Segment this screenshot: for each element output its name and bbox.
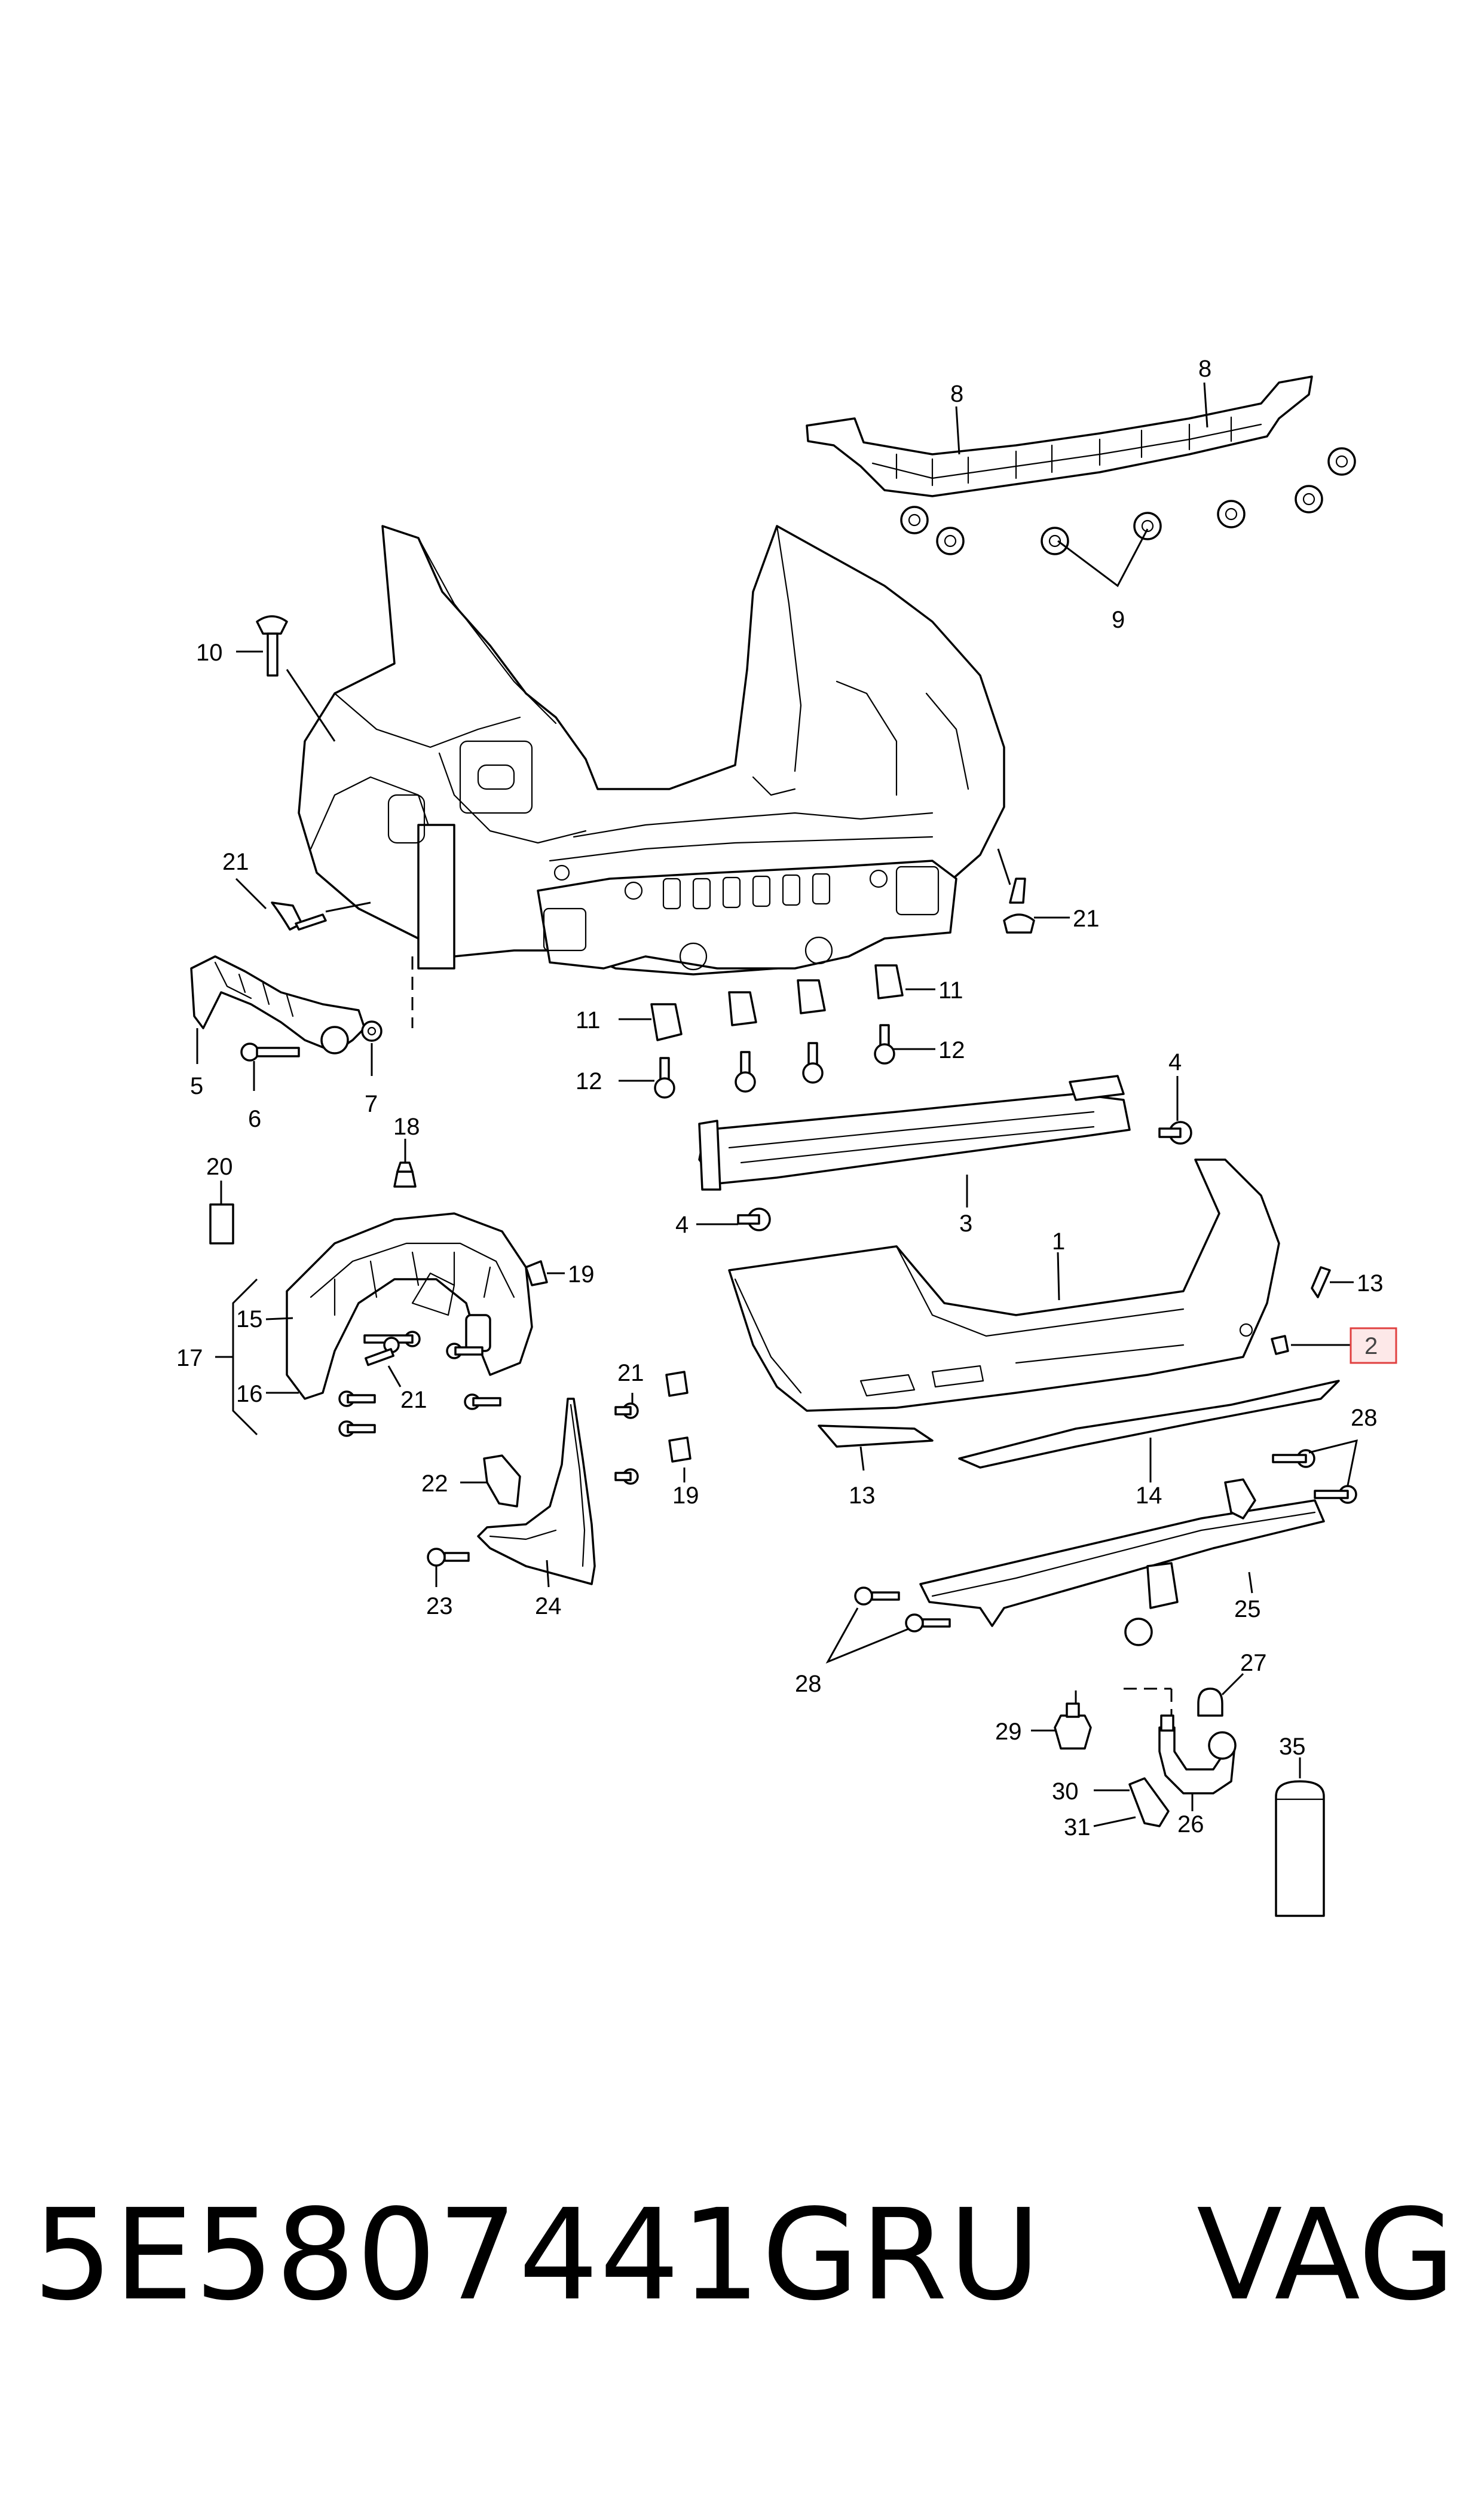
bumper-trim-13: [818, 1266, 1331, 1448]
label-sticker-20: [209, 1203, 234, 1245]
callout-1: 1: [1052, 1228, 1065, 1255]
callout-21: 21: [222, 849, 249, 875]
mudflap-bracket-22: [483, 1454, 521, 1508]
body-bolt-10: [256, 615, 288, 677]
tow-ball-26: [1158, 1714, 1237, 1794]
wheel-housing-liner: [286, 1212, 533, 1400]
body-screw-21-right: [1003, 878, 1035, 934]
callout-21: 21: [400, 1387, 427, 1413]
callout-16: 16: [236, 1381, 263, 1407]
paint-can-35: [1275, 1780, 1325, 1917]
callout-17: 17: [176, 1345, 203, 1371]
callout-12: 12: [576, 1068, 602, 1095]
mudflap-screw-23: [427, 1548, 470, 1567]
tow-key-30-31: [1128, 1777, 1170, 1827]
diffuser-trim-14: [958, 1380, 1340, 1469]
callout-13: 13: [849, 1482, 876, 1509]
side-guide-bracket: [190, 955, 366, 1054]
callout-14: 14: [1136, 1482, 1162, 1509]
callout-20: 20: [206, 1154, 233, 1180]
vehicle-rear-body: [298, 525, 1005, 976]
callout-25: 25: [1234, 1596, 1261, 1622]
body-screw-21: [271, 901, 327, 931]
callout-28: 28: [1351, 1405, 1378, 1431]
highlight-frame: [1350, 1327, 1397, 1364]
clip-nut-11: [650, 964, 904, 1041]
spreader-nut-19: [525, 1260, 691, 1463]
callout-9: 9: [1112, 607, 1125, 633]
callout-31: 31: [1064, 1814, 1091, 1841]
clip-screw-12: [654, 1024, 895, 1099]
callout-4: 4: [1168, 1049, 1182, 1075]
callout-11: 11: [576, 1007, 601, 1034]
callout-21: 21: [617, 1360, 644, 1386]
bracket-nut: [900, 447, 1356, 555]
callout-26: 26: [1177, 1811, 1204, 1838]
rear-bumper-cover: [728, 1158, 1280, 1412]
callout-35: 35: [1279, 1734, 1306, 1760]
callout-13: 13: [1357, 1270, 1384, 1297]
tow-ball-cap-27: [1197, 1687, 1223, 1717]
footer: 5E5807441GRU VAG: [33, 2182, 1455, 2328]
callout-30: 30: [1052, 1778, 1079, 1805]
callout-22: 22: [421, 1471, 448, 1497]
mudflap-screw-21: [614, 1402, 639, 1485]
liner-screw: [338, 1331, 501, 1437]
callout-19: 19: [568, 1261, 595, 1288]
mud-flap-24: [477, 1398, 596, 1585]
bracket-nut-7: [361, 1020, 383, 1042]
brand-name: VAG: [1197, 2182, 1455, 2328]
callout-11: 11: [938, 977, 963, 1004]
callout-labels: 8 8 9 10 21 21 5 6 7 11 11 12 12 4 4 3 1…: [176, 356, 1384, 1841]
callout-15: 15: [236, 1306, 263, 1332]
callout-4: 4: [675, 1212, 689, 1238]
callout-24: 24: [535, 1593, 562, 1619]
bumper-guide-bracket: [806, 375, 1313, 497]
clip-18: [393, 1161, 417, 1188]
callout-10: 10: [196, 640, 223, 666]
callout-12: 12: [938, 1037, 965, 1063]
callout-27: 27: [1240, 1650, 1267, 1676]
callout-23: 23: [426, 1593, 453, 1619]
reinforcement-bolt-4: [737, 1121, 1192, 1231]
socket-29: [1054, 1702, 1092, 1750]
callout-19: 19: [672, 1482, 699, 1509]
callout-28: 28: [795, 1671, 822, 1697]
part-number: 5E5807441GRU: [33, 2182, 1042, 2328]
callout-8: 8: [1198, 356, 1211, 382]
bumper-reinforcement: [698, 1075, 1131, 1191]
callout-3: 3: [959, 1210, 972, 1237]
callout-6: 6: [248, 1106, 261, 1132]
bracket-screw-6: [240, 1043, 300, 1062]
callout-18: 18: [393, 1114, 420, 1140]
callout-2: 2: [1364, 1333, 1378, 1359]
callout-5: 5: [190, 1073, 203, 1099]
callout-8: 8: [950, 381, 963, 407]
callout-7: 7: [365, 1091, 378, 1117]
callout-29: 29: [995, 1719, 1022, 1745]
callout-21: 21: [1073, 906, 1100, 932]
tow-eye-cap: [1271, 1335, 1289, 1355]
tow-bar-bolt-28: [854, 1449, 1357, 1633]
tow-bar-25: [919, 1478, 1325, 1646]
